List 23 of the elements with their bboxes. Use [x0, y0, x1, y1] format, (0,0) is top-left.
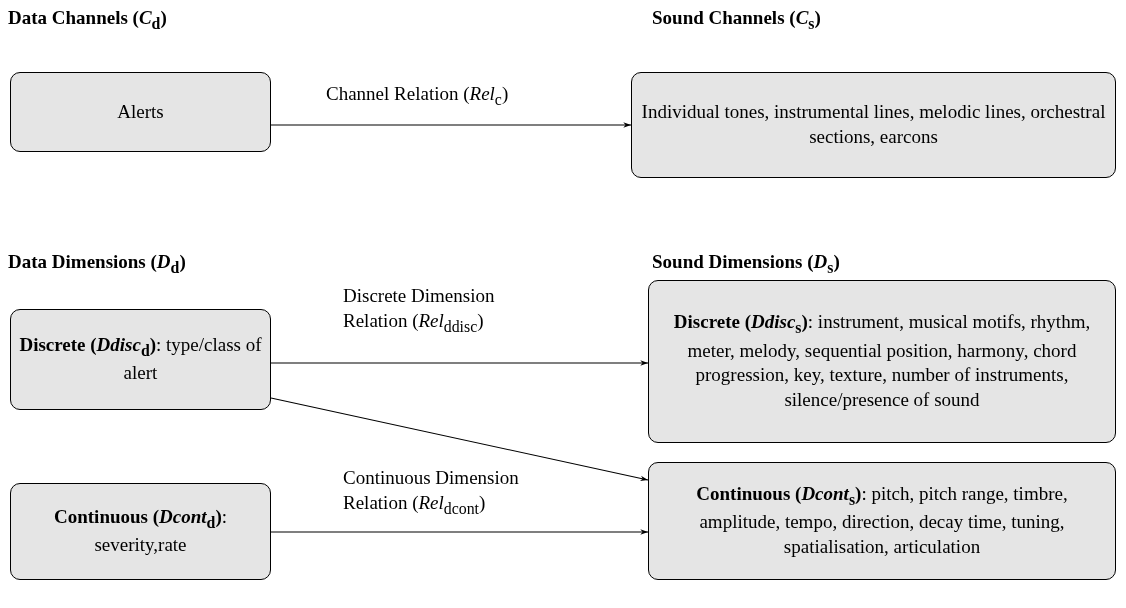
box-text: Individual tones, instrumental lines, melodic lines, orchestral sections, earcons — [640, 100, 1107, 149]
arrow — [270, 529, 649, 535]
edge-label: Discrete Dimension Relation (Rel$_{ddisc}$) — [343, 284, 496, 337]
rounded-box — [10, 309, 271, 410]
section-heading: Sound Dimensions (D$_{s}$) — [652, 250, 840, 278]
rounded-box — [648, 462, 1116, 580]
rounded-box — [10, 483, 271, 580]
rounded-box — [648, 280, 1116, 443]
box-text: Discrete (Ddisc$_{s}$): instrument, musical motifs, rhythm, meter, melody, sequential position, harmony, chord progression, key, texture, number of instruments, silence/presence of sound — [672, 310, 1092, 412]
box-text: Continuous (Dcont$_{d}$): severity,rate — [53, 504, 228, 558]
section-heading: Data Channels (C$_{d}$) — [8, 6, 167, 34]
section-heading: Sound Channels (C$_{s}$) — [652, 6, 821, 34]
box-text: Discrete (Ddisc$_{d}$): type/class of alert — [19, 332, 262, 386]
edge-label: Continuous Dimension Relation (Rel$_{dcont}$) — [343, 466, 520, 519]
arrow — [270, 397, 649, 481]
edge-label: Channel Relation (Rel$_{c}$) — [326, 82, 510, 110]
arrow — [270, 122, 632, 128]
box-text: Continuous (Dcont$_{s}$): pitch, pitch range, timbre, amplitude, tempo, direction, decay time, tuning, spatialisation, articulation — [695, 482, 1069, 560]
box-text: Alerts — [117, 99, 164, 124]
rounded-box — [631, 72, 1116, 178]
rounded-box — [10, 72, 271, 152]
arrow — [270, 360, 649, 366]
section-heading: Data Dimensions (D$_{d}$) — [8, 250, 186, 278]
